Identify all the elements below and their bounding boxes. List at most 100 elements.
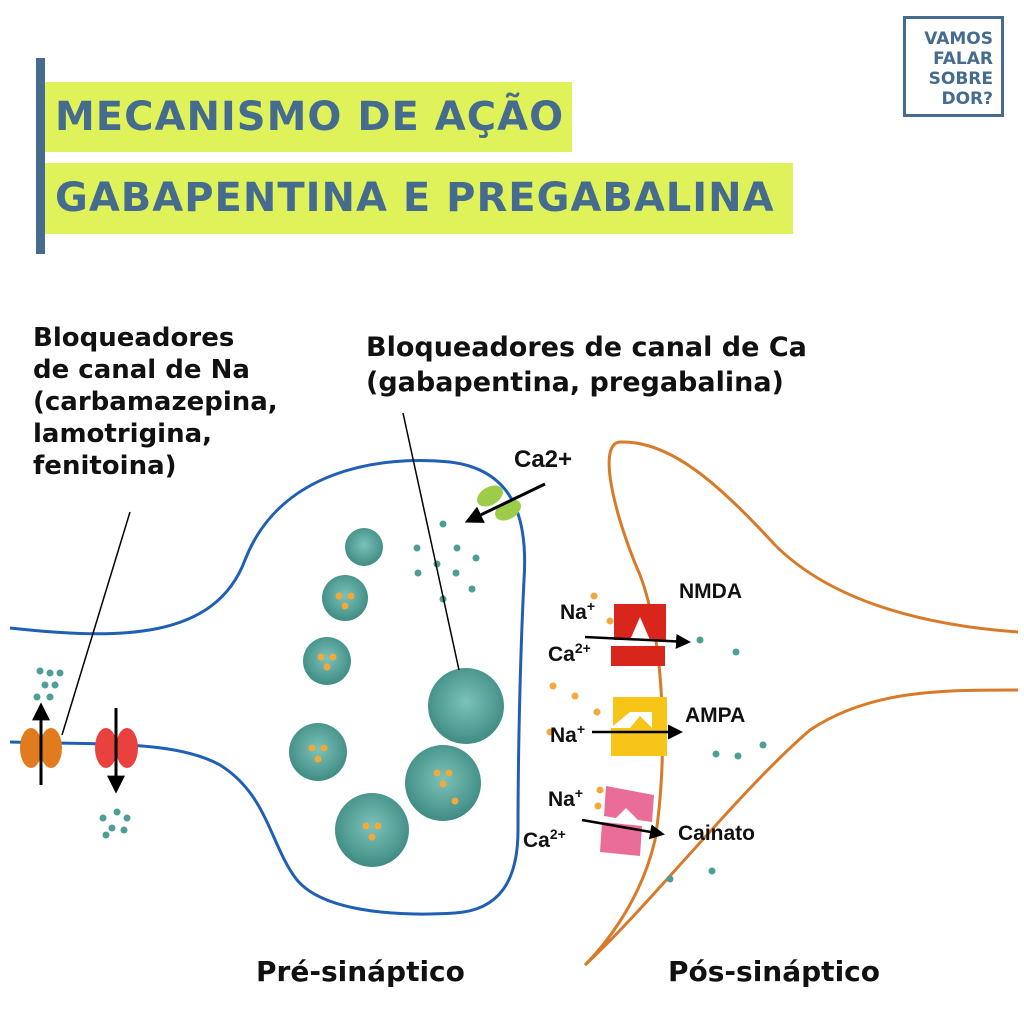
neurotransmitter-dot <box>120 826 128 834</box>
neurotransmitter-dot <box>414 569 422 577</box>
kainate-na-ion: Na+ <box>548 785 583 811</box>
neurotransmitter-dot <box>453 544 461 552</box>
neurotransmitter-dot <box>734 752 742 760</box>
na-label-line-5: fenitoina) <box>33 451 177 481</box>
vesicle-content-dot <box>341 602 349 610</box>
logo-line-3: SOBRE <box>928 69 993 89</box>
vesicle-large <box>428 668 504 744</box>
neurotransmitter-dot <box>413 544 421 552</box>
title-line-2: GABAPENTINA E PREGABALINA <box>45 163 793 234</box>
ion-dot <box>549 682 557 690</box>
vesicle-content-dot <box>445 769 453 777</box>
neurotransmitter-dot <box>123 814 131 822</box>
vesicle-content-dot <box>451 797 459 805</box>
ion-dot <box>571 692 579 700</box>
ion-dots <box>546 592 614 810</box>
na-channel-blockers-label: Bloqueadores de canal de Na (carbamazepi… <box>33 322 278 482</box>
kainate-label: Cainato <box>678 822 755 845</box>
ca-blocker-pointer-line <box>402 412 460 671</box>
neurotransmitter-dot <box>56 669 64 677</box>
vesicle-content-dot <box>323 663 331 671</box>
logo: VAMOS FALAR SOBRE DOR? <box>903 16 1004 117</box>
vesicle-content-dot <box>329 653 337 661</box>
nmda-label: NMDA <box>679 580 742 603</box>
title-line-1: MECANISMO DE AÇÃO <box>45 82 572 152</box>
neurotransmitter-dot <box>36 667 44 675</box>
na-label-line-1: Bloqueadores <box>33 323 235 353</box>
vesicle-content-dot <box>320 744 328 752</box>
kainate-ion-arrow <box>581 818 665 840</box>
neurotransmitter-dot <box>33 693 41 701</box>
title-accent-bar <box>36 58 45 254</box>
kainate-ca-ion: Ca2+ <box>523 826 566 852</box>
neurotransmitter-dot <box>759 741 767 749</box>
nmda-ca-ion: Ca2+ <box>548 640 591 666</box>
neurotransmitter-dot <box>46 693 54 701</box>
neurotransmitter-dot <box>472 554 480 562</box>
neurotransmitter-dot <box>41 681 49 689</box>
ion-dot <box>546 728 554 736</box>
vesicle-content-dot <box>347 592 355 600</box>
na-label-line-4: lamotrigina, <box>33 419 213 449</box>
neurotransmitter-dot <box>46 669 54 677</box>
logo-line-1: VAMOS <box>924 29 993 49</box>
vesicle-content-dot <box>433 769 441 777</box>
vesicle-content-dot <box>317 653 325 661</box>
na-blocker-pointer-line <box>61 511 131 736</box>
na-channel-red <box>95 728 138 768</box>
neurotransmitter-dots <box>33 520 767 883</box>
neurotransmitter-dot <box>102 831 110 839</box>
na-label-line-2: de canal de Na <box>33 355 250 385</box>
vesicle-content-dot <box>439 780 447 788</box>
neurotransmitter-dot <box>712 750 720 758</box>
nmda-ion-arrow <box>584 633 691 649</box>
logo-line-2: FALAR <box>933 49 993 69</box>
logo-line-4: DOR? <box>941 89 993 109</box>
ca-label-line-2: (gabapentina, pregabalina) <box>366 367 784 398</box>
neurotransmitter-dot <box>708 867 716 875</box>
vesicle <box>303 637 351 685</box>
neurotransmitter-dot <box>99 814 107 822</box>
ca-channel <box>477 485 521 521</box>
ampa-na-ion: Na+ <box>550 721 585 747</box>
ion-dot <box>596 786 604 794</box>
neurotransmitter-dot <box>51 681 59 689</box>
ca2-plus-label: Ca2+ <box>514 446 572 473</box>
vesicles <box>289 528 504 867</box>
neurotransmitter-dot <box>696 636 704 644</box>
ion-dot <box>594 802 602 810</box>
ca-label-line-1: Bloqueadores de canal de Ca <box>366 332 807 363</box>
ampa-label: AMPA <box>685 704 745 727</box>
ca-channel-blockers-label: Bloqueadores de canal de Ca (gabapentina… <box>366 330 807 400</box>
nmda-receptor <box>611 604 666 666</box>
vesicle-content-dot <box>335 592 343 600</box>
presynaptic-membrane-top <box>9 459 527 916</box>
neurotransmitter-dot <box>468 585 476 593</box>
vesicle-content-dot <box>308 744 316 752</box>
neurotransmitter-dot <box>113 808 121 816</box>
nmda-na-ion: Na+ <box>560 598 595 624</box>
ampa-receptor <box>611 697 667 756</box>
vesicle <box>335 793 409 867</box>
neurotransmitter-dot <box>452 569 460 577</box>
vesicle-contents <box>308 592 459 841</box>
ion-dot <box>590 592 598 600</box>
neurotransmitter-dot <box>439 520 447 528</box>
post-synaptic-label: Pós-sináptico <box>668 955 880 988</box>
neurotransmitter-dot <box>666 875 674 883</box>
vesicle <box>322 575 368 621</box>
ion-dot <box>593 708 601 716</box>
ion-dot <box>606 617 614 625</box>
vesicle-content-dot <box>314 755 322 763</box>
vesicle <box>345 528 383 566</box>
neurotransmitter-dot <box>732 648 740 656</box>
na-label-line-3: (carbamazepina, <box>33 387 278 417</box>
vesicle <box>289 723 347 781</box>
ca-influx-arrow <box>464 482 546 523</box>
vesicle-content-dot <box>362 822 370 830</box>
vesicle-content-dot <box>368 833 376 841</box>
na-channel-orange <box>20 728 62 768</box>
kainate-receptor <box>600 786 654 856</box>
vesicle-content-dot <box>374 822 382 830</box>
